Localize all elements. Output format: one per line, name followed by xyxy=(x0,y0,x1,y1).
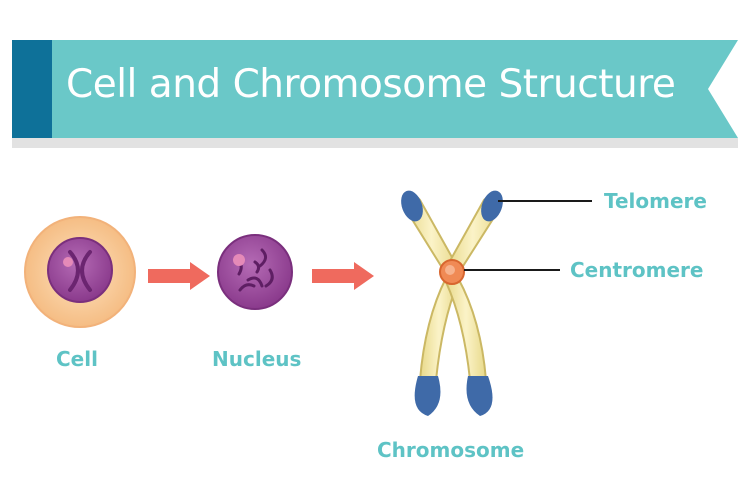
cell-chromatin xyxy=(68,250,92,292)
cell-label: Cell xyxy=(56,347,98,371)
telomere-bottom-left xyxy=(414,376,441,416)
banner-shadow xyxy=(12,138,738,148)
banner-accent-bar xyxy=(12,40,52,138)
chromatid-lower-right xyxy=(444,276,488,381)
title-banner xyxy=(12,40,738,148)
telomere-top-left xyxy=(401,190,423,222)
telomere-bottom-right xyxy=(466,376,493,416)
banner-ribbon xyxy=(12,40,738,138)
nucleus-illustration xyxy=(217,234,293,310)
chromosome-illustration xyxy=(401,190,503,416)
cell-nucleolus xyxy=(63,257,73,267)
telomere-top-right xyxy=(481,190,503,222)
arrow-cell-to-nucleus xyxy=(148,262,210,290)
nucleus-body xyxy=(217,234,293,310)
arrow-nucleus-to-chromosome xyxy=(312,262,374,290)
chromosome-label: Chromosome xyxy=(377,438,525,462)
nucleus-label: Nucleus xyxy=(212,347,302,371)
page-title: Cell and Chromosome Structure xyxy=(66,62,676,107)
cell-illustration xyxy=(24,216,136,328)
telomere-label: Telomere xyxy=(604,189,707,213)
centromere-label: Centromere xyxy=(570,258,704,282)
centromere-highlight xyxy=(445,265,455,275)
nucleus-nucleolus xyxy=(233,254,245,266)
